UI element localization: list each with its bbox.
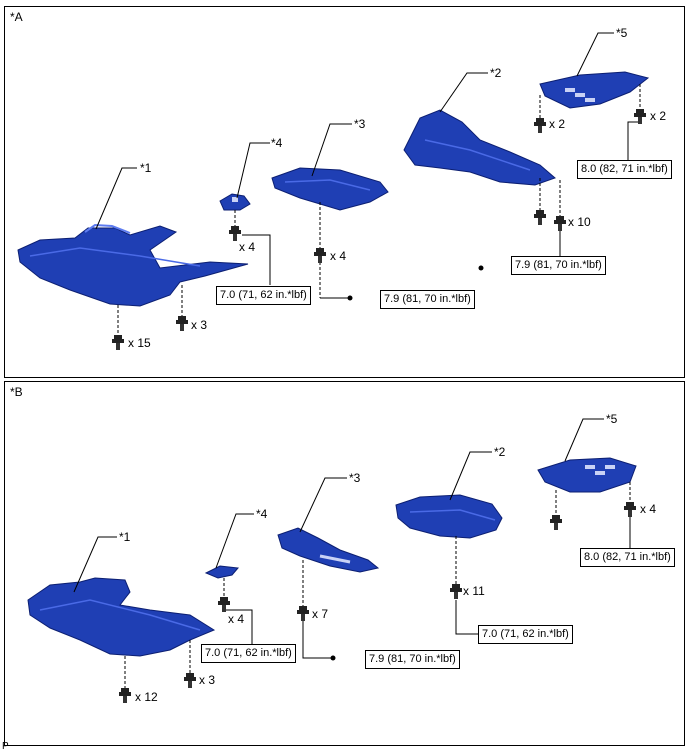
- callout-3: *3: [354, 117, 366, 131]
- callout-1: *1: [140, 161, 152, 175]
- torque-spec: 7.0 (71, 62 in.*lbf): [478, 625, 573, 644]
- torque-spec: 8.0 (82, 71 in.*lbf): [577, 160, 672, 179]
- part-3-cover: [277, 527, 380, 573]
- part-1-engine-under-cover: [27, 577, 216, 657]
- torque-spec: 8.0 (82, 71 in.*lbf): [580, 548, 675, 567]
- part-4-bracket: [204, 565, 239, 579]
- leader-lines-a: [95, 32, 614, 230]
- bolt-quantity: x 4: [239, 240, 256, 254]
- bolt-quantity: x 10: [568, 215, 591, 229]
- leader-lines-b: [73, 418, 604, 593]
- part-5-cover: [537, 457, 637, 493]
- callout-5: *5: [606, 412, 618, 426]
- torque-spec: 7.0 (71, 62 in.*lbf): [216, 286, 311, 305]
- callout-3: *3: [349, 471, 361, 485]
- torque-dot: [330, 655, 336, 661]
- torque-lines-a: [242, 121, 640, 299]
- bolt-quantity: x 2: [549, 117, 566, 131]
- part-2-cover: [403, 109, 556, 186]
- torque-spec: 7.9 (81, 70 in.*lbf): [511, 256, 606, 275]
- bolts-a: [112, 109, 646, 350]
- callout-1: *1: [119, 530, 131, 544]
- bolt-quantity: x 11: [463, 584, 485, 598]
- callout-4: *4: [271, 136, 283, 150]
- bolt-quantity: x 3: [191, 318, 208, 332]
- part-4-bracket: [219, 193, 251, 211]
- part-1-engine-under-cover: [17, 223, 249, 307]
- part-5-cover: [539, 71, 650, 109]
- callout-5: *5: [616, 26, 628, 40]
- part-3-cover: [271, 167, 389, 211]
- bolt-quantity: x 12: [135, 690, 158, 704]
- bolt-quantity: x 3: [199, 673, 216, 687]
- bolt-quantity: x 4: [640, 502, 657, 516]
- torque-spec: 7.9 (81, 70 in.*lbf): [380, 290, 475, 309]
- bolt-quantity: x 15: [128, 336, 151, 350]
- bolt-guides-a: [117, 84, 641, 335]
- torque-dot: [347, 295, 353, 301]
- torque-dot: [478, 265, 484, 271]
- bolts-b: [119, 502, 636, 703]
- bolt-guides-b: [124, 482, 631, 688]
- part-2-cover: [395, 494, 503, 539]
- bolt-quantity: x 4: [228, 612, 245, 626]
- torque-lines-b: [224, 515, 631, 659]
- bolt-quantity: x 2: [650, 109, 667, 123]
- panel-a-label: *A: [10, 10, 23, 24]
- footer-code: P: [2, 741, 9, 752]
- bolt-quantity: x 7: [312, 607, 329, 621]
- callout-2: *2: [490, 66, 502, 80]
- callout-4: *4: [256, 507, 268, 521]
- torque-spec: 7.0 (71, 62 in.*lbf): [201, 644, 296, 663]
- panel-b-label: *B: [10, 385, 23, 399]
- torque-spec: 7.9 (81, 70 in.*lbf): [365, 650, 460, 669]
- callout-2: *2: [494, 445, 506, 459]
- bolt-quantity: x 4: [330, 249, 347, 263]
